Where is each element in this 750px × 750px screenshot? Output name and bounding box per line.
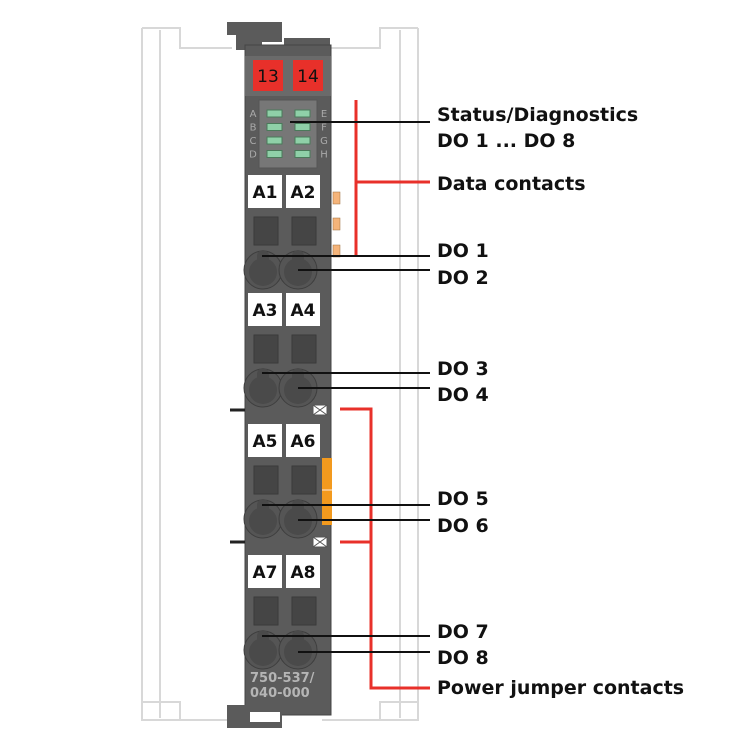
led <box>266 136 283 145</box>
terminal-label-box <box>248 424 282 457</box>
led-letter-right: H <box>320 150 328 161</box>
data-contacts-bracket <box>354 100 430 256</box>
release-slot[interactable] <box>253 465 279 495</box>
do8-label: DO 8 <box>437 647 489 669</box>
conductor-slot <box>292 250 304 268</box>
terminal-label-box <box>286 175 320 208</box>
do2-label: DO 2 <box>437 267 489 289</box>
terminal-section: A7 A8 <box>243 555 320 670</box>
terminal-label: A3 <box>253 301 278 321</box>
conductor-hole <box>249 507 277 535</box>
conductor-hole <box>284 376 312 404</box>
conductor-slot <box>257 250 269 268</box>
release-slot[interactable] <box>291 596 317 626</box>
terminal-label: A5 <box>253 432 278 452</box>
leader-lines <box>262 121 430 653</box>
do3-label: DO 3 <box>437 358 489 380</box>
label-14-text: 14 <box>297 67 319 87</box>
part-number-line1: 750-537/ <box>250 671 315 686</box>
x-markers <box>312 404 328 548</box>
do7-label: DO 7 <box>437 621 489 643</box>
terminal-label-box <box>248 175 282 208</box>
terminal-label-box <box>248 555 282 588</box>
power-jumper-label: Power jumper contacts <box>437 677 684 699</box>
led <box>266 123 283 131</box>
terminal-label: A2 <box>291 183 316 203</box>
conductor-slot <box>292 630 304 648</box>
release-slot[interactable] <box>291 334 317 364</box>
conductor-slot <box>292 499 304 517</box>
terminal-label-box <box>248 293 282 326</box>
label-14 <box>293 60 323 91</box>
led <box>294 136 311 145</box>
status-diagnostics-label: Status/Diagnostics <box>437 104 638 126</box>
terminal-label: A4 <box>291 301 316 321</box>
label-13-text: 13 <box>257 67 279 87</box>
led-letter-right: F <box>321 123 327 134</box>
do1-label: DO 1 <box>437 240 489 262</box>
conductor-slot <box>257 630 269 648</box>
power-jumper-contact <box>322 458 332 525</box>
terminal-label: A6 <box>291 432 316 452</box>
conductor-hole <box>249 376 277 404</box>
terminal-label: A7 <box>253 563 278 583</box>
din-rail-outline <box>141 27 419 721</box>
terminal-label: A1 <box>253 183 278 203</box>
part-number-line2: 040-000 <box>250 686 310 701</box>
terminal-label-box <box>286 293 320 326</box>
led <box>266 150 283 158</box>
led <box>294 150 311 158</box>
release-slot[interactable] <box>253 596 279 626</box>
conductor-slot <box>257 499 269 517</box>
do4-label: DO 4 <box>437 384 489 406</box>
release-slot[interactable] <box>253 216 279 246</box>
label-13 <box>253 60 283 91</box>
terminal-label: A8 <box>291 563 316 583</box>
status-range-label: DO 1 ... DO 8 <box>437 130 575 152</box>
led-letter-right: G <box>320 136 328 147</box>
data-contacts <box>332 191 341 258</box>
led-letter-left: D <box>249 150 257 161</box>
conductor-slot <box>292 368 304 386</box>
led-letter-left: A <box>250 109 257 120</box>
release-slot[interactable] <box>253 334 279 364</box>
conductor-hole <box>284 258 312 286</box>
terminal-section: A1 A2 <box>243 175 320 290</box>
led <box>294 123 311 131</box>
led-letter-right: E <box>321 109 327 120</box>
led-letter-left: C <box>250 136 257 147</box>
conductor-hole <box>249 638 277 666</box>
led <box>294 109 311 118</box>
do6-label: DO 6 <box>437 515 489 537</box>
top-latch <box>227 22 282 50</box>
release-slot[interactable] <box>291 216 317 246</box>
conductor-slot <box>257 368 269 386</box>
led <box>266 109 283 118</box>
data-contacts-label: Data contacts <box>437 173 586 195</box>
led-letter-left: B <box>250 123 257 134</box>
terminal-label-box <box>286 555 320 588</box>
do5-label: DO 5 <box>437 488 489 510</box>
power-jumper-bracket <box>340 407 430 690</box>
terminal-label-box <box>286 424 320 457</box>
release-slot[interactable] <box>291 465 317 495</box>
status-leds: A E B F C G D H <box>249 109 328 161</box>
conductor-hole <box>249 258 277 286</box>
